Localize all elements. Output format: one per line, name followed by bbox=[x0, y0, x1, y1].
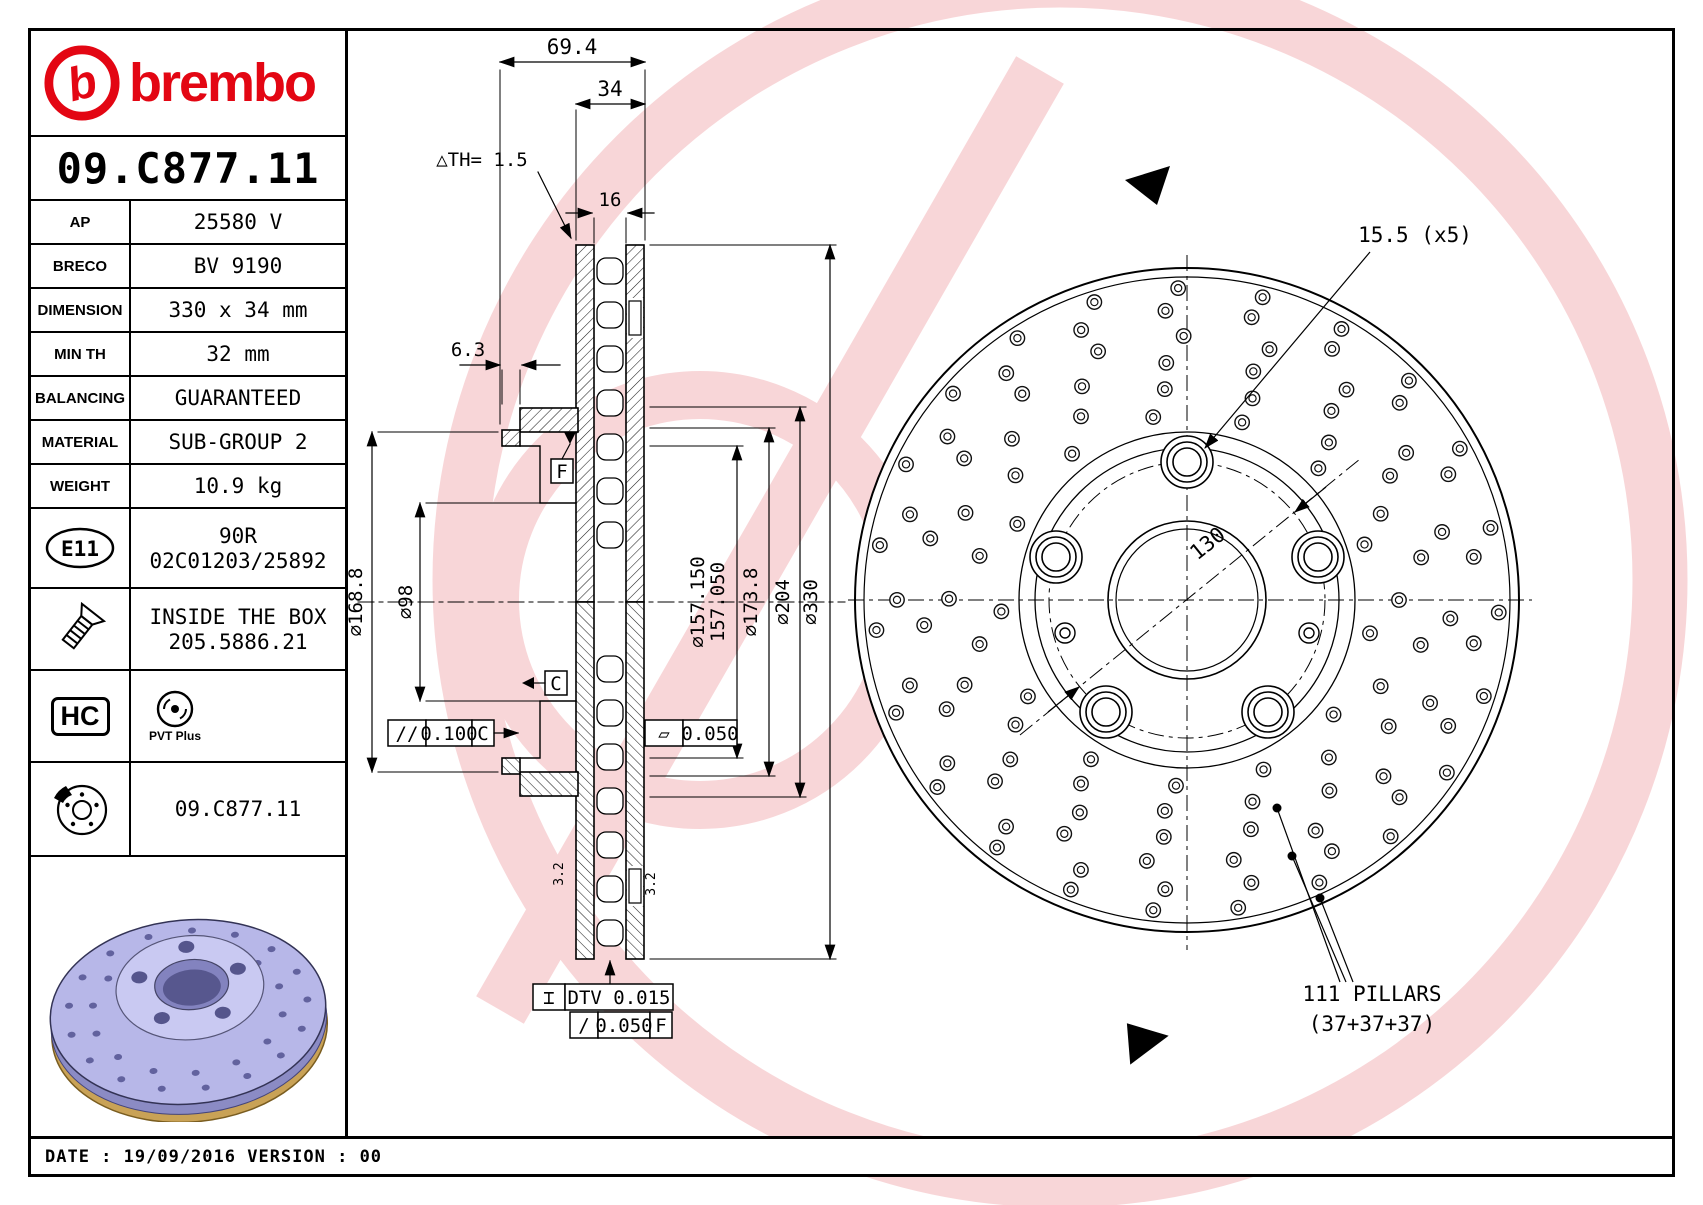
pillars-label-line2: (37+37+37) bbox=[1309, 1012, 1435, 1036]
badges-row: HC PVT Plus bbox=[31, 671, 345, 763]
spec-value: SUB-GROUP 2 bbox=[168, 430, 308, 454]
dia-bore-min: 157.050 bbox=[707, 562, 729, 642]
photo-bolt-holes bbox=[131, 940, 246, 1024]
pillars-callout: 111 PILLARS (37+37+37) bbox=[1272, 803, 1442, 1036]
footer-bar: DATE : 19/09/2016 VERSION : 00 bbox=[31, 1136, 1672, 1174]
dtv-frame: ⌶ DTV 0.015 bbox=[532, 983, 674, 1011]
svg-text:E11: E11 bbox=[61, 537, 99, 561]
approval-line1: 90R bbox=[219, 523, 257, 548]
spec-label: WEIGHT bbox=[31, 465, 131, 507]
spec-label: MATERIAL bbox=[31, 421, 131, 463]
dim-channel: 16 bbox=[599, 189, 622, 211]
dia-hat: ⌀168.8 bbox=[345, 568, 367, 637]
spec-row: BALANCING GUARANTEED bbox=[31, 377, 345, 421]
spec-label: MIN TH bbox=[31, 333, 131, 375]
surface-finish-1: 3.2 bbox=[552, 862, 567, 885]
screw-icon bbox=[61, 601, 107, 650]
brand-name: brembo bbox=[129, 53, 317, 113]
pillars-label-line1: 111 PILLARS bbox=[1302, 982, 1441, 1006]
inside-box-line2: 205.5886.21 bbox=[168, 629, 308, 654]
spec-value: BV 9190 bbox=[193, 254, 283, 278]
spec-value: 32 mm bbox=[206, 342, 270, 366]
spec-label: BALANCING bbox=[31, 377, 131, 419]
svg-text:∕: ∕ bbox=[578, 1015, 589, 1037]
datum-c-flag: C bbox=[522, 670, 568, 696]
cross-section-view: 69.4 34 △TH= 1.5 16 6.3 ⌀168.8 ⌀98 ⌀157.… bbox=[345, 35, 846, 1039]
pin-holes bbox=[1054, 622, 1320, 644]
spec-row: DIMENSION 330 x 34 mm bbox=[31, 289, 345, 333]
brake-disc-icon bbox=[54, 784, 108, 836]
flatness-frame: ▱ 0.050 bbox=[644, 719, 739, 747]
spec-label: DIMENSION bbox=[31, 289, 131, 331]
svg-text:⌶: ⌶ bbox=[543, 987, 554, 1009]
spec-value: 10.9 kg bbox=[193, 474, 283, 498]
spec-value: 330 x 34 mm bbox=[168, 298, 308, 322]
dia-small-bore: ⌀98 bbox=[395, 585, 417, 619]
brembo-logo: b brembo bbox=[31, 31, 345, 137]
part-number-repeat: 09.C877.11 bbox=[174, 797, 302, 821]
drilled-holes-pattern bbox=[868, 280, 1507, 919]
disc-front-view: 130 15.5 (x5) 111 PILLARS (37+37+37) bbox=[848, 166, 1532, 1065]
datum-f-flag: F bbox=[550, 432, 576, 484]
rotation-arrow-top-icon bbox=[1125, 166, 1170, 205]
svg-text:C: C bbox=[477, 723, 488, 745]
dim-total-width: 69.4 bbox=[547, 35, 598, 59]
inside-box-row: INSIDE THE BOX 205.5886.21 bbox=[31, 589, 345, 671]
part-number-row: 09.C877.11 bbox=[31, 763, 345, 857]
spec-panel: b brembo 09.C877.11 AP 25580 V BRECO BV … bbox=[31, 31, 348, 1136]
pvt-disc-icon bbox=[156, 690, 194, 728]
footer-text: DATE : 19/09/2016 VERSION : 00 bbox=[45, 1146, 383, 1167]
e11-badge-icon: E11 bbox=[45, 527, 115, 569]
bolt-holes bbox=[1029, 435, 1345, 739]
spec-row: BRECO BV 9190 bbox=[31, 245, 345, 289]
dim-th-variation: △TH= 1.5 bbox=[436, 149, 528, 171]
svg-text:F: F bbox=[655, 1015, 666, 1037]
spec-row: AP 25580 V bbox=[31, 201, 345, 245]
approval-line2: 02C01203/25892 bbox=[149, 548, 327, 573]
dim-drill-holes: 15.5 (x5) bbox=[1358, 223, 1472, 247]
product-photo-area bbox=[31, 857, 345, 1136]
dim-thickness: 34 bbox=[597, 77, 622, 101]
spec-label: AP bbox=[31, 201, 131, 243]
part-number: 09.C877.11 bbox=[31, 137, 345, 201]
dia-bore-max: ⌀157.150 bbox=[687, 556, 709, 648]
spec-value: 25580 V bbox=[193, 210, 283, 234]
approval-row: E11 90R 02C01203/25892 bbox=[31, 509, 345, 589]
svg-text://: // bbox=[396, 723, 419, 745]
svg-text:0.050: 0.050 bbox=[681, 723, 738, 745]
rotation-arrow-bottom-icon bbox=[1126, 1023, 1169, 1065]
dia-hub: ⌀204 bbox=[772, 579, 794, 625]
spec-row: MIN TH 32 mm bbox=[31, 333, 345, 377]
runout-frame: ∕ 0.050 F bbox=[569, 1011, 673, 1039]
svg-text:b: b bbox=[62, 54, 102, 111]
dia-pitch: ⌀173.8 bbox=[740, 568, 762, 637]
svg-text:▱: ▱ bbox=[658, 723, 670, 745]
parallelism-frame: // 0.100 C bbox=[387, 719, 520, 747]
brembo-logo-mark-icon: b bbox=[44, 45, 120, 121]
svg-text:0.050: 0.050 bbox=[595, 1015, 652, 1037]
svg-text:F: F bbox=[556, 461, 567, 483]
dim-flange: 6.3 bbox=[451, 339, 485, 361]
svg-text:0.100: 0.100 bbox=[420, 723, 477, 745]
spec-value: GUARANTEED bbox=[174, 386, 302, 410]
spec-row: WEIGHT 10.9 kg bbox=[31, 465, 345, 509]
photo-drilled-holes bbox=[65, 926, 312, 1092]
brake-disc-photo bbox=[49, 918, 329, 1122]
svg-text:C: C bbox=[550, 673, 561, 695]
dia-outer: ⌀330 bbox=[800, 579, 822, 625]
spec-row: MATERIAL SUB-GROUP 2 bbox=[31, 421, 345, 465]
svg-text:DTV 0.015: DTV 0.015 bbox=[568, 987, 671, 1009]
surface-finish-2: 3.2 bbox=[644, 872, 659, 895]
hc-badge: HC bbox=[50, 696, 110, 736]
spec-label: BRECO bbox=[31, 245, 131, 287]
pvt-plus-badge: PVT Plus bbox=[149, 689, 201, 743]
inside-box-line1: INSIDE THE BOX bbox=[149, 604, 327, 629]
